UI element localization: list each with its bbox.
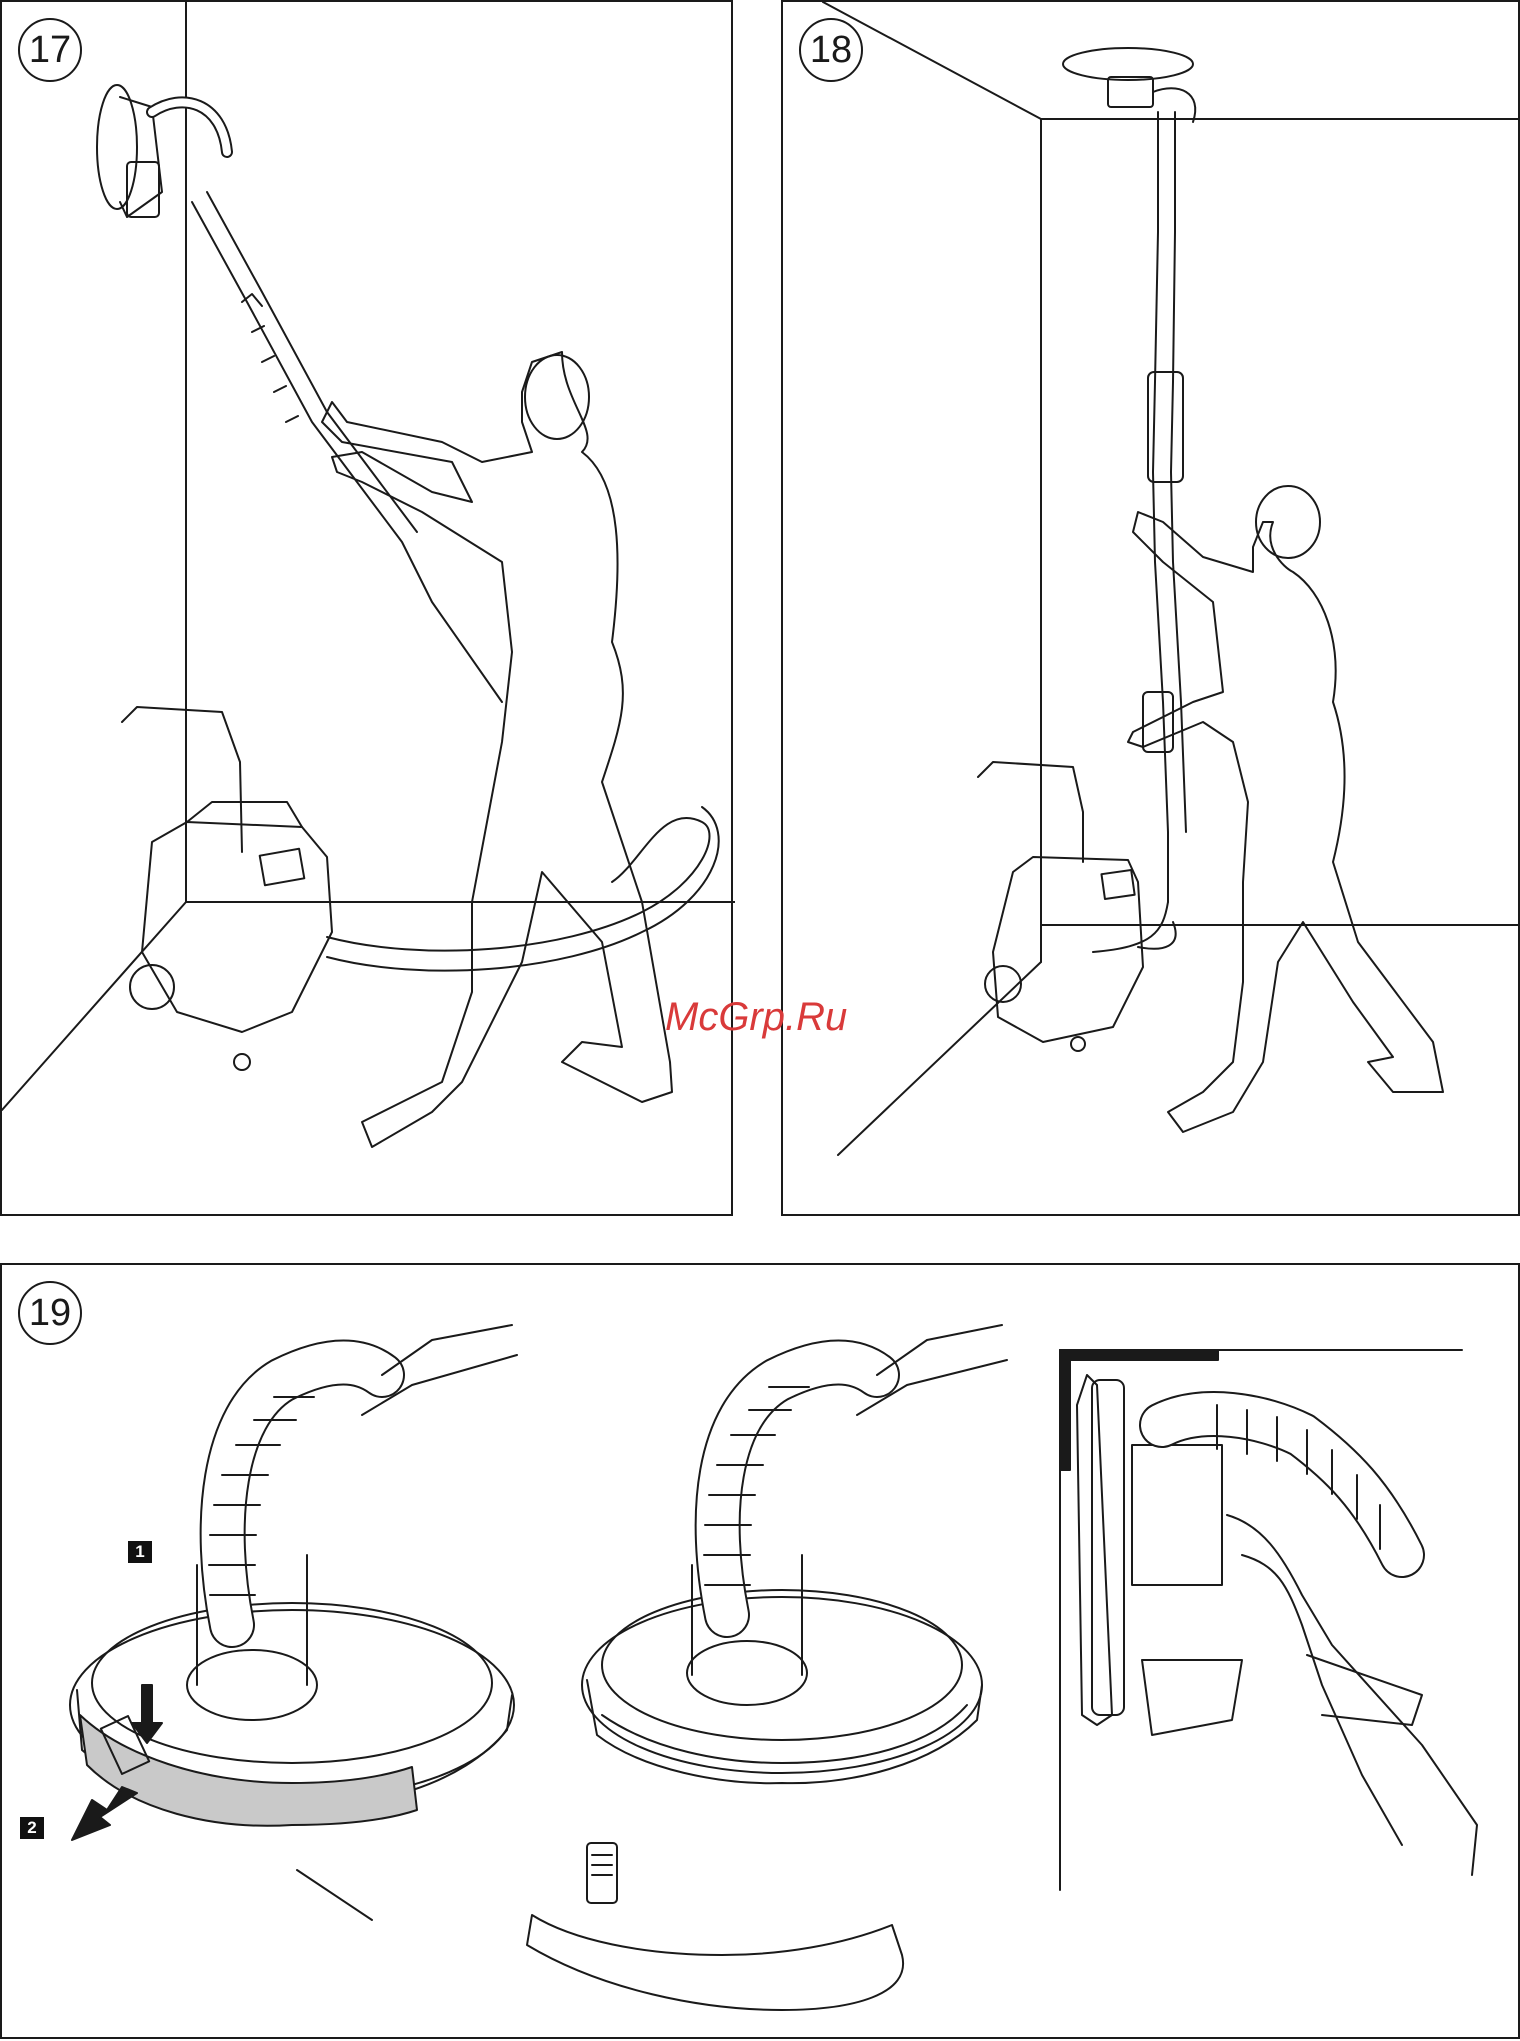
watermark-text: McGrp.Ru [665,995,847,1040]
ceiling-sanding-illustration [783,2,1520,1218]
brush-ring-removal-illustration [2,1265,1520,2041]
figure-17-panel: 17 [0,0,733,1216]
figure-18-panel: 18 [781,0,1520,1216]
figure-19-panel: 19 [0,1263,1520,2039]
step-1-badge: 1 [128,1541,152,1563]
step-2-badge: 2 [20,1817,44,1839]
wall-sanding-illustration [2,2,735,1218]
